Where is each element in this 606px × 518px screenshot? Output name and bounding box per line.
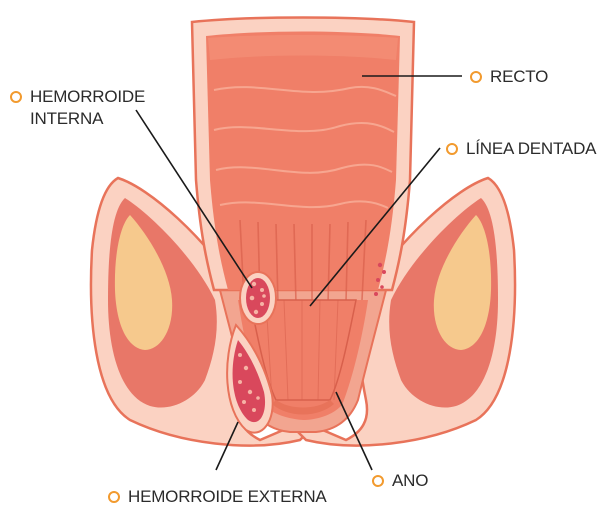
- rectum: [192, 18, 414, 305]
- marker-dot-icon: [108, 491, 120, 503]
- internal-hemorrhoid-mass: [240, 272, 276, 324]
- label-internal-hemorrhoid: HEMORROIDE INTERNA: [10, 86, 145, 130]
- marker-dot-icon: [372, 475, 384, 487]
- label-external-hemorrhoid: HEMORROIDE EXTERNA: [108, 486, 327, 508]
- label-internal-hemorrhoid-text: HEMORROIDE INTERNA: [30, 86, 145, 130]
- marker-dot-icon: [10, 91, 22, 103]
- marker-dot-icon: [470, 71, 482, 83]
- label-rectum: RECTO: [470, 66, 548, 88]
- label-dentate-line-text: LÍNEA DENTADA: [466, 138, 596, 160]
- label-dentate-line: LÍNEA DENTADA: [446, 138, 596, 160]
- label-anus-text: ANO: [392, 470, 428, 492]
- marker-dot-icon: [446, 143, 458, 155]
- label-rectum-text: RECTO: [490, 66, 548, 88]
- label-anus: ANO: [372, 470, 428, 492]
- label-external-hemorrhoid-text: HEMORROIDE EXTERNA: [128, 486, 327, 508]
